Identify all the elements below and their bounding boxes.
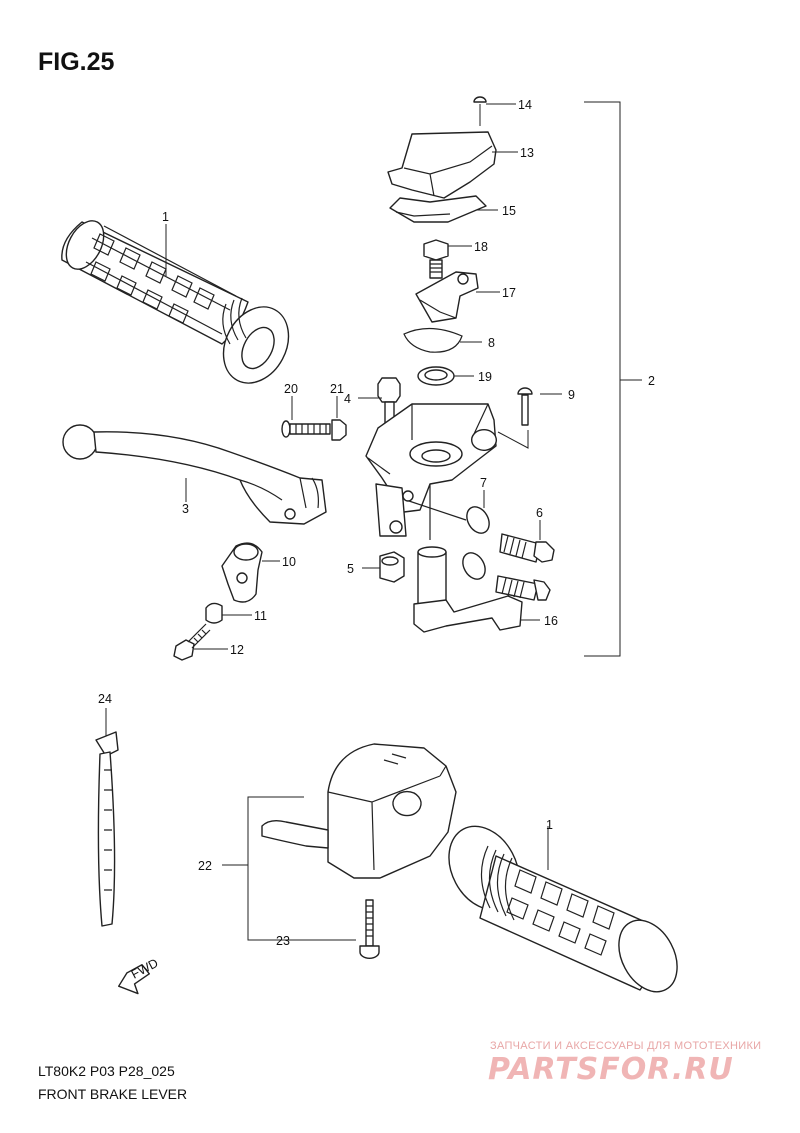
- master-cylinder-drawing: [365, 403, 498, 540]
- callout-lock-nut: 7: [480, 476, 487, 490]
- callout-adjuster-bolt: 6: [536, 506, 543, 520]
- grip-left-drawing: [61, 220, 290, 384]
- switch-screw-drawing: [359, 899, 380, 960]
- callout-cable-tie: 24: [98, 692, 112, 706]
- watermark-tagline: ЗАПЧАСТИ И АКСЕССУАРЫ ДЛЯ МОТОТЕХНИКИ: [490, 1040, 762, 1052]
- callout-grip-left: 1: [162, 210, 169, 224]
- parking-lever-drawing: [379, 546, 523, 633]
- callout-lever-nut: 5: [347, 562, 354, 576]
- callout-washer: 19: [478, 370, 492, 384]
- callout-grip-right: 1: [546, 818, 553, 832]
- callout-clamp-bolt: 12: [230, 643, 244, 657]
- watermark-brand: PARTSFOR.RU: [488, 1052, 734, 1087]
- callout-gasket: 15: [502, 204, 516, 218]
- brake-lever-drawing: [62, 424, 327, 525]
- callout-switch-housing: 22: [198, 859, 212, 873]
- callout-bracket-bolt: 18: [474, 240, 488, 254]
- diagram-caption: FRONT BRAKE LEVER: [38, 1086, 188, 1102]
- callout-switch-screw: 23: [276, 934, 290, 948]
- switch-housing-drawing: [261, 743, 457, 879]
- callout-lever-bolt: 4: [344, 392, 351, 406]
- lever-bolt-drawing: [377, 377, 401, 431]
- callout-clamp: 10: [282, 555, 296, 569]
- callout-parking-lever: 16: [544, 614, 558, 628]
- adjuster-drawing: [462, 506, 555, 601]
- callout-brake-lever: 3: [182, 502, 189, 516]
- callout-bracket: 17: [502, 286, 516, 300]
- callout-collar: 11: [254, 609, 267, 623]
- callout-screw-9: 9: [568, 388, 575, 402]
- stop-screw-drawing: [281, 419, 347, 441]
- callout-labels: 1 1 2 3 4 5 6 7 8 9 10 11 12 13 14 15 16…: [98, 98, 655, 948]
- callout-stop-nut: 21: [330, 382, 344, 396]
- fwd-arrow-icon: FWD: [118, 956, 161, 995]
- bracket-drawing: [403, 239, 479, 386]
- cable-tie-drawing: [95, 731, 119, 927]
- figure-title: FIG.25: [38, 48, 115, 76]
- callout-cover: 13: [520, 146, 534, 160]
- assembly-bracket-2: [584, 101, 621, 657]
- callout-master-cylinder-assy: 2: [648, 374, 655, 388]
- assembly-bracket-22: [247, 796, 356, 941]
- grip-right-drawing: [448, 825, 678, 993]
- callout-stop-screw: 20: [284, 382, 298, 396]
- leader-lines: [105, 103, 562, 941]
- cover-drawing: [387, 96, 497, 223]
- callout-cover-screw: 14: [518, 98, 532, 112]
- screw-9-drawing: [517, 387, 533, 426]
- model-code: LT80K2 P03 P28_025: [38, 1063, 175, 1079]
- clamp-drawing: [173, 542, 263, 661]
- callout-circlip: 8: [488, 336, 495, 350]
